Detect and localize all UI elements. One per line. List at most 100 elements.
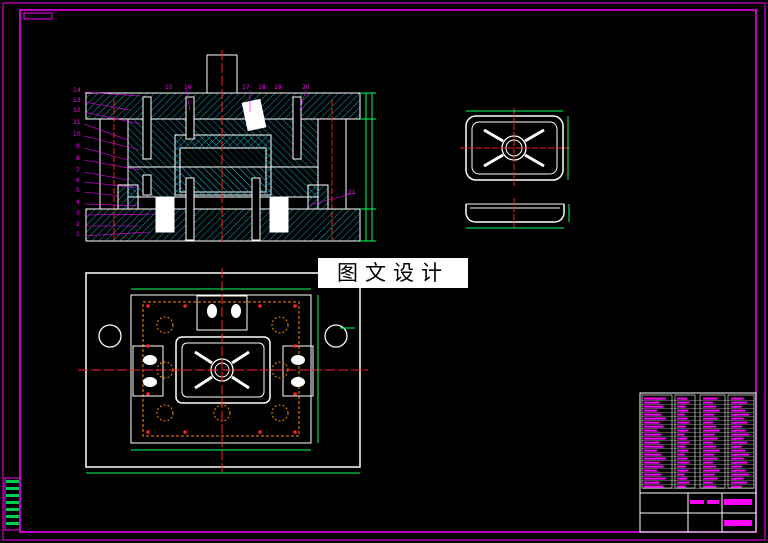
title-cell-text (731, 413, 750, 416)
title-cell-text (731, 405, 742, 408)
title-cell-text (703, 397, 718, 400)
part-label: 3 (76, 210, 80, 217)
title-cell-text (703, 461, 713, 464)
title-cell-text (731, 453, 750, 456)
part-label: 13 (73, 97, 81, 104)
title-cell-text (677, 405, 686, 408)
title-cell-text (644, 441, 660, 444)
watermark-text: 图文设计 (318, 258, 468, 288)
title-cell-text (677, 457, 688, 460)
title-cell-text (677, 453, 685, 456)
title-cell-text (644, 457, 666, 460)
title-cell-text (677, 425, 686, 428)
title-cell-text (703, 425, 717, 428)
title-cell-text (703, 445, 717, 448)
title-block (639, 392, 757, 533)
title-cell-text (644, 397, 666, 400)
title-cell-text (644, 469, 658, 472)
part-label: 9 (76, 143, 80, 150)
title-cell-text (644, 433, 662, 436)
title-cell-text (703, 405, 717, 408)
part-label: 1 (76, 231, 80, 238)
part-label: 10 (73, 131, 81, 138)
title-cell-text (644, 413, 662, 416)
title-cell-text (731, 445, 742, 448)
title-cell-text (644, 401, 660, 404)
title-cell-text (703, 449, 720, 452)
title-cell-text (731, 421, 748, 424)
part-label: 20 (302, 84, 310, 91)
title-cell-text (731, 437, 744, 440)
title-cell-text (677, 413, 685, 416)
title-cell-text (731, 469, 746, 472)
title-cell-text (677, 465, 686, 468)
title-cell-text (677, 417, 688, 420)
title-cell-text (677, 437, 688, 440)
title-cell-text (731, 417, 744, 420)
title-cell-text (703, 409, 720, 412)
title-cell-text (677, 461, 690, 464)
title-cell-text (644, 409, 658, 412)
title-cell-text (703, 473, 715, 476)
title-cell-text (677, 397, 688, 400)
title-cell-text (731, 409, 746, 412)
title-cell-text (644, 465, 664, 468)
title-cell-text (677, 469, 689, 472)
title-cell-text (703, 485, 717, 488)
title-cell-text (677, 409, 689, 412)
title-cell-text (731, 449, 746, 452)
part-label: 11 (73, 119, 81, 126)
title-cell-text (677, 485, 686, 488)
title-cell-text (731, 481, 748, 484)
title-cell-text (677, 421, 690, 424)
title-cell-text (644, 473, 662, 476)
title-cell-text (703, 441, 713, 444)
part-label: 14 (73, 87, 81, 94)
title-cell-text (677, 401, 690, 404)
title-cell-text (731, 397, 744, 400)
title-cell-text (677, 481, 690, 484)
title-cell-text (644, 437, 666, 440)
title-cell-text (703, 417, 718, 420)
part-label: 2 (76, 221, 80, 228)
part-label: 12 (73, 107, 81, 114)
title-cell-text (703, 429, 720, 432)
title-cell-text (731, 401, 748, 404)
part-label: 18 (258, 84, 266, 91)
title-cell-text (677, 477, 688, 480)
title-cell-text (644, 449, 658, 452)
title-cell-text (731, 473, 750, 476)
title-cell-text (644, 445, 664, 448)
title-cell-text (731, 441, 748, 444)
part-label: 5 (76, 187, 80, 194)
title-cell-text (677, 473, 685, 476)
title-cell-text (677, 449, 689, 452)
part-label: 4 (76, 199, 80, 206)
part-label: 16 (184, 84, 192, 91)
part-label: 21 (348, 189, 356, 196)
title-cell-text (644, 417, 666, 420)
title-cell-text (703, 421, 713, 424)
part-number-labels: 14 13 12 11 10 9 8 7 6 5 4 3 2 1 15 16 1… (73, 84, 356, 238)
title-cell-text (644, 485, 664, 488)
title-cell-text (677, 429, 689, 432)
title-cell-text (703, 413, 715, 416)
title-cell-text (703, 477, 718, 480)
title-cell-text (731, 465, 742, 468)
front-section-view (83, 50, 376, 245)
title-cell-text (703, 433, 715, 436)
title-cell-text (644, 461, 660, 464)
title-cell-text (703, 401, 713, 404)
title-cell-text (703, 469, 720, 472)
title-cell-text (731, 433, 750, 436)
title-cell-text (644, 425, 664, 428)
title-cell-text (677, 433, 685, 436)
title-cell-text (644, 453, 662, 456)
title-cell-text (731, 485, 742, 488)
title-cell-text (644, 421, 660, 424)
plan-view (78, 268, 368, 474)
part-side-view (465, 198, 570, 230)
title-cell-text (644, 429, 658, 432)
title-cell-text (731, 429, 746, 432)
